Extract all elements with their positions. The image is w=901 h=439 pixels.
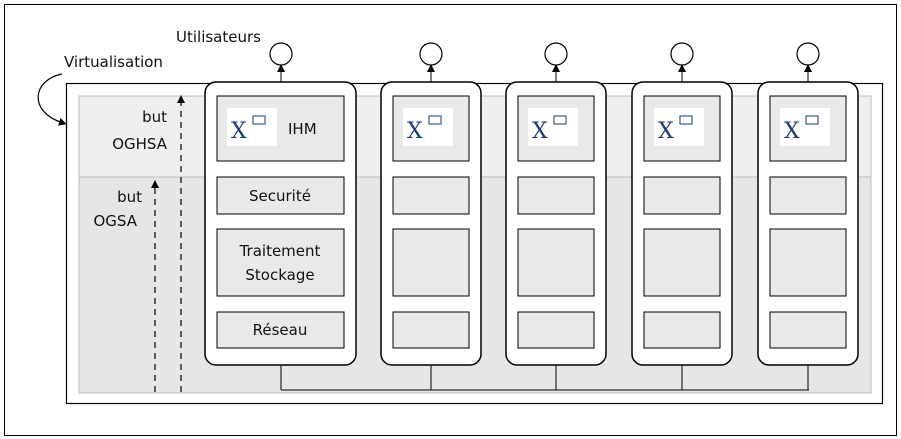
- x-logo-icon: X: [658, 119, 674, 144]
- x-logo-icon: X: [231, 119, 247, 144]
- securite-box: [769, 176, 847, 215]
- traitement-stockage-box: [392, 228, 470, 297]
- securite-box: [392, 176, 470, 215]
- node-column: X: [757, 42, 859, 366]
- x-logo-icon: X: [532, 119, 548, 144]
- node-column: X: [631, 42, 733, 366]
- reseau-box: [769, 311, 847, 349]
- traitement-label: Traitement: [239, 242, 321, 260]
- node-column: X: [380, 42, 482, 366]
- securite-label: Securité: [249, 187, 311, 205]
- x-logo-icon: X: [784, 119, 800, 144]
- but-oghsa-label-line2: OGHSA: [112, 135, 168, 153]
- traitement-stockage-box: [216, 228, 345, 297]
- x-logo-tile: [654, 108, 704, 146]
- securite-box: [216, 176, 345, 215]
- reseau-label: Réseau: [253, 321, 308, 339]
- x-window-icon: [805, 115, 819, 125]
- user-icon: [796, 42, 820, 66]
- x-logo-icon: X: [407, 119, 423, 144]
- x-logo-tile: [528, 108, 578, 146]
- x-window-icon: [553, 115, 567, 125]
- reseau-box: [517, 311, 595, 349]
- user-icon: [269, 42, 293, 66]
- user-icon: [544, 42, 568, 66]
- reseau-box: [392, 311, 470, 349]
- x-logo-tile: [780, 108, 830, 146]
- ihm-label: IHM: [288, 120, 317, 138]
- traitement-stockage-box: [769, 228, 847, 297]
- stockage-label: Stockage: [245, 266, 314, 284]
- node-column: X IHM Securité Traitement Stockage Résea…: [204, 42, 357, 366]
- but-ogsa-label-line2: OGSA: [94, 212, 138, 230]
- but-oghsa-label-line1: but: [142, 108, 167, 126]
- x-window-icon: [428, 115, 442, 125]
- x-window-icon: [679, 115, 693, 125]
- reseau-box: [216, 311, 345, 349]
- x-logo-tile: [227, 108, 277, 146]
- x-logo-tile: [403, 108, 453, 146]
- utilisateurs-label: Utilisateurs: [176, 28, 261, 46]
- user-icon: [419, 42, 443, 66]
- securite-box: [643, 176, 721, 215]
- but-ogsa-label-line1: but: [117, 188, 142, 206]
- user-icon: [670, 42, 694, 66]
- traitement-stockage-box: [643, 228, 721, 297]
- reseau-box: [643, 311, 721, 349]
- securite-box: [517, 176, 595, 215]
- virtualisation-arrow: [37, 73, 67, 126]
- virtualisation-label: Virtualisation: [64, 53, 163, 71]
- traitement-stockage-box: [517, 228, 595, 297]
- node-column: X: [505, 42, 607, 366]
- x-window-icon: [252, 115, 266, 125]
